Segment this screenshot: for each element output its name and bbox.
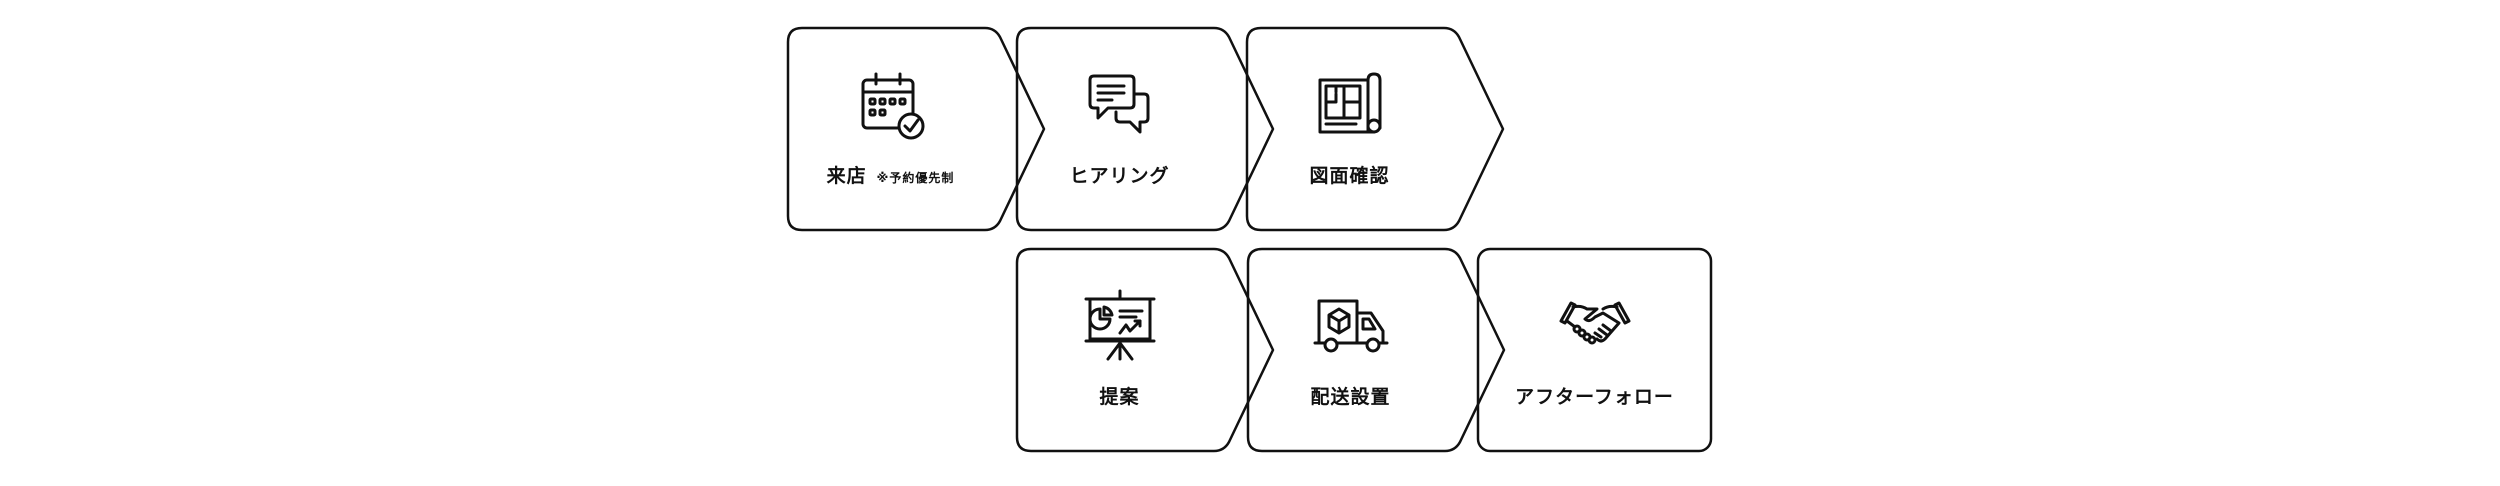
chat-bubbles-icon xyxy=(1080,66,1160,146)
step-frame-2 xyxy=(1015,26,1275,232)
step-drawing-review: 図面確認 xyxy=(1247,28,1452,230)
step-after-follow: アフターフォロー xyxy=(1478,249,1711,451)
step-proposal: 提案 xyxy=(1017,249,1222,451)
step-hearing: ヒアリング xyxy=(1017,28,1222,230)
step-visit: 来店 ※予約優先制 xyxy=(788,28,993,230)
reservation-note: ※予約優先制 xyxy=(876,171,955,185)
handshake-icon xyxy=(1555,287,1635,367)
step-label: アフターフォロー xyxy=(1515,386,1674,408)
calendar-check-icon xyxy=(851,66,931,146)
step-frame-3 xyxy=(1245,26,1505,232)
step-label: ヒアリング xyxy=(1069,165,1170,187)
step-delivery-installation: 配送設置 xyxy=(1248,249,1453,451)
step-frame-4 xyxy=(1015,247,1275,453)
step-label: 来店 ※予約優先制 xyxy=(788,161,993,188)
step-frame-6 xyxy=(1476,247,1713,453)
step-label-text: 来店 xyxy=(826,165,867,187)
step-label: 配送設置 xyxy=(1310,386,1391,408)
step-frame-5 xyxy=(1246,247,1506,453)
step-frame-1 xyxy=(786,26,1046,232)
delivery-truck-icon xyxy=(1311,287,1391,367)
blueprint-icon xyxy=(1310,66,1390,146)
step-label: 提案 xyxy=(1099,386,1140,408)
presentation-board-icon xyxy=(1080,287,1160,367)
step-label: 図面確認 xyxy=(1309,165,1390,187)
